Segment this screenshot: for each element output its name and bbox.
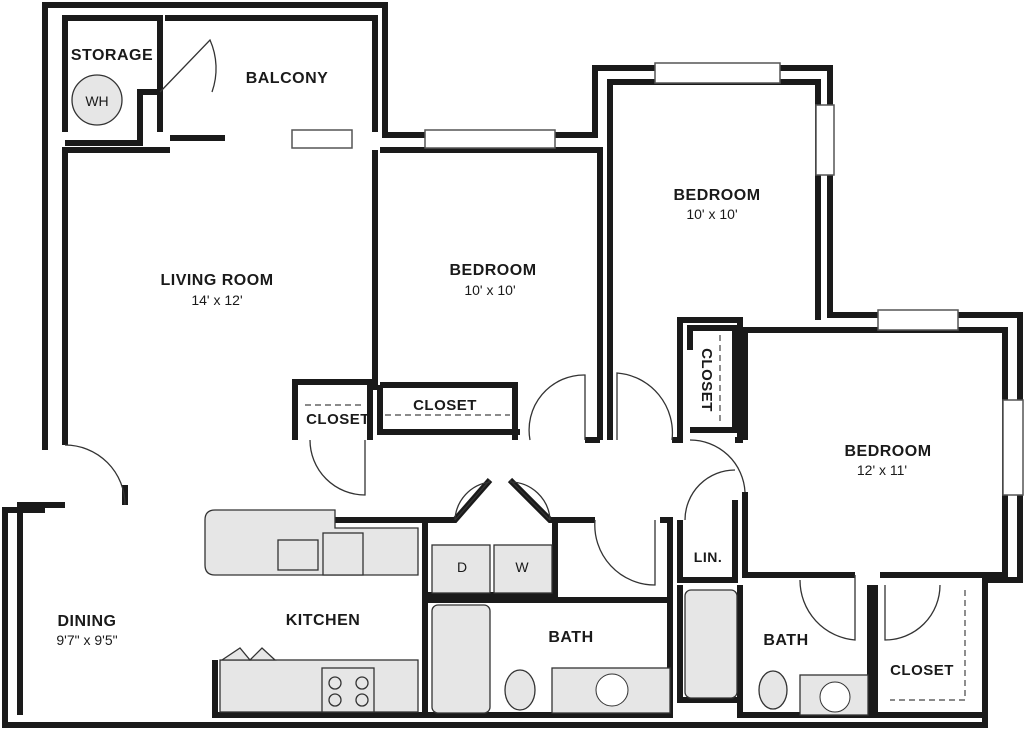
fixtures [71, 74, 869, 716]
bath-sink-1 [595, 673, 629, 707]
bedroom-1-size: 10' x 10' [464, 282, 515, 298]
dishwasher [322, 532, 364, 576]
bedroom-3-label: BEDROOM [844, 443, 931, 460]
living-room-size: 14' x 12' [191, 292, 242, 308]
kitchen-counter-lower [219, 659, 419, 713]
toilet-1 [504, 669, 536, 711]
washer [493, 544, 553, 594]
bedroom-2-size: 10' x 10' [686, 206, 737, 222]
water-heater [71, 74, 123, 126]
windows [291, 62, 1024, 496]
stove [321, 667, 375, 713]
closet-rods [305, 335, 966, 701]
dining-label: DINING [58, 613, 117, 630]
bathtub-2 [684, 589, 738, 699]
bath-sink-2 [819, 681, 851, 713]
bath-2-label: BATH [763, 632, 808, 649]
dryer-label: D [457, 559, 467, 575]
refrigerator [219, 647, 277, 661]
balcony-label: BALCONY [246, 70, 329, 87]
toilet-2 [758, 670, 788, 710]
living-room-label: LIVING ROOM [160, 272, 273, 289]
closet-bed2-label: CLOSET [698, 348, 715, 412]
kitchen-sink [277, 539, 319, 571]
bath-1-label: BATH [548, 629, 593, 646]
room-labels: STORAGE WH BALCONY LIVING ROOM 14' x 12'… [56, 47, 954, 679]
bedroom-3-size: 12' x 11' [857, 462, 907, 478]
dining-size: 9'7" x 9'5" [56, 632, 117, 648]
doors [64, 38, 941, 641]
linen-label: LIN. [694, 549, 722, 565]
closet-living-label: CLOSET [306, 411, 370, 428]
washer-label: W [515, 559, 529, 575]
bedroom-1-label: BEDROOM [449, 262, 536, 279]
bedroom-2-label: BEDROOM [673, 187, 760, 204]
closet-bed1-label: CLOSET [413, 397, 477, 414]
dryer [431, 544, 491, 594]
closet-bed3-label: CLOSET [890, 662, 954, 679]
kitchen-label: KITCHEN [286, 612, 361, 629]
bathtub-1 [431, 604, 491, 714]
storage-label: STORAGE [71, 47, 153, 64]
water-heater-label: WH [85, 93, 108, 109]
